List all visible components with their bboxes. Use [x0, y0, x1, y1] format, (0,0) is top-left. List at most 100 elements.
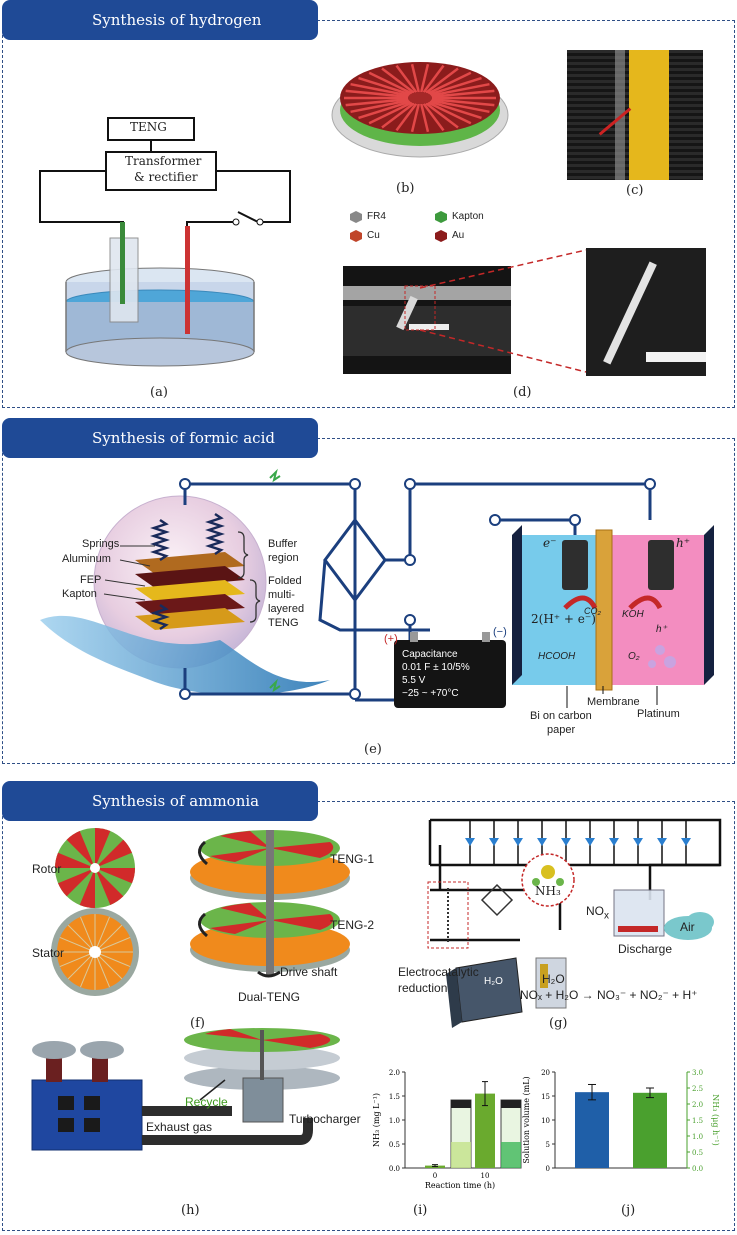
folded-line4: TENG [268, 617, 299, 629]
bar [475, 1093, 495, 1168]
y-tick-label-right: 0.0 [692, 1165, 703, 1173]
formic-title-tab: Synthesis of formic acid [2, 418, 318, 458]
legend-cu: Cu [367, 230, 380, 241]
folded-line3: layered [268, 603, 305, 615]
diode-symbol [681, 838, 691, 846]
formic-title: Synthesis of formic acid [92, 429, 275, 447]
hcooh-label: HCOOH [538, 651, 576, 662]
vial-liquid [451, 1142, 471, 1168]
stator-hole [89, 946, 101, 958]
disk-spoke [431, 89, 495, 98]
y-tick-label-right: 3.0 [692, 1069, 703, 1077]
disk-spoke [430, 99, 490, 114]
reaction-label: 2(H⁺ + e⁻) [531, 612, 596, 626]
nox-text: NO [586, 904, 604, 918]
y-tick-label: 2.0 [389, 1069, 400, 1077]
panel-i-label: (i) [413, 1203, 428, 1218]
disk-spoke [429, 100, 482, 120]
equation-label: NOₓ + H₂O → NO₃⁻ + NO₂⁻ + H⁺ [520, 988, 698, 1002]
panel-f-label: (f) [190, 1016, 205, 1031]
bi-line1: Bi on carbon [530, 710, 592, 722]
vial-cap [451, 1100, 471, 1108]
y-tick-label: 15 [541, 1093, 550, 1101]
drive-shaft-label: Drive shaft [280, 965, 338, 979]
panel-g-label: (g) [549, 1016, 568, 1031]
panel-h-label: (h) [181, 1203, 200, 1218]
o2-label: O₂ [628, 651, 640, 662]
electro-line1: Electrocatalytic [398, 965, 479, 979]
stator-divider [94, 916, 111, 953]
disk-spoke [427, 101, 472, 125]
disk-spoke [368, 101, 413, 125]
hplus-label: h⁺ [656, 624, 667, 635]
hole-label: h⁺ [676, 536, 691, 550]
panel-d-label: (d) [513, 385, 532, 400]
disk-spoke [431, 98, 495, 107]
panel-a-label: (a) [150, 385, 168, 400]
air-label: Air [680, 920, 695, 934]
stator-divider [94, 951, 131, 968]
layer-kapton: Kapton [62, 588, 97, 600]
zoom-connector-lines [404, 249, 587, 373]
vial-liquid [501, 1142, 521, 1168]
ammonia-panel [2, 801, 735, 1231]
diode-symbol [609, 838, 619, 846]
stator-divider [79, 951, 96, 988]
disk-spoke [345, 89, 409, 98]
rotor-segment [95, 828, 111, 868]
disk-spoke [350, 99, 410, 114]
panel-c-label: (c) [626, 183, 644, 198]
diode-symbol [561, 838, 571, 846]
co2-label: CO₂ [584, 606, 601, 616]
nox-sub: x [604, 910, 609, 922]
electron-label: e⁻ [543, 536, 557, 550]
disk-spoke [345, 98, 409, 107]
nox-label: NOx [586, 904, 609, 921]
legend-au: Au [452, 230, 465, 241]
disk-spoke [410, 103, 420, 133]
rotor-segment [58, 868, 95, 897]
teng1-label: TENG-1 [330, 852, 375, 866]
y-tick-label: 5 [546, 1141, 550, 1149]
y-axis-label: Solution volume (mL) [522, 1076, 531, 1163]
y-tick-label-right: 2.0 [692, 1101, 703, 1109]
stator-label: Stator [32, 946, 65, 960]
rotor-segment [95, 868, 124, 905]
ammonia-title: Synthesis of ammonia [92, 792, 260, 810]
diode-symbol [657, 838, 667, 846]
diode-symbol [633, 838, 643, 846]
membrane-label: Membrane [587, 696, 640, 708]
dual-teng-label: Dual-TENG [238, 990, 301, 1004]
teng-box-label: TENG [130, 120, 167, 134]
y-axis-label-right: NH₃ (μg h⁻¹) [711, 1094, 720, 1145]
transformer-label-line2: & rectifier [134, 170, 198, 184]
disk-spoke [425, 67, 459, 94]
panel-d-photo-zoom [586, 248, 706, 376]
hydrogen-title: Synthesis of hydrogen [92, 11, 262, 29]
buffer-line1: Buffer [268, 538, 298, 550]
panel-e-label: (e) [364, 742, 382, 757]
disk-spoke [358, 76, 411, 96]
stator-divider [59, 936, 96, 953]
y-axis-label: NH₃ (mg L⁻¹) [372, 1093, 381, 1147]
disk-spoke [420, 103, 430, 133]
y-tick-label-right: 2.5 [692, 1085, 703, 1093]
stator-divider [94, 951, 123, 980]
rotor-label: Rotor [32, 862, 62, 876]
h2o-small-label: H₂O [484, 976, 503, 987]
panel-b-label: (b) [396, 181, 415, 196]
bi-line2: paper [547, 724, 576, 736]
disk-spoke [381, 67, 415, 94]
stator-divider [59, 951, 96, 968]
panel-e-teng-sphere [40, 495, 330, 695]
buffer-line2: region [268, 552, 299, 564]
disk-spoke [395, 102, 418, 132]
diode-symbol [585, 838, 595, 846]
rotor-segment [66, 831, 95, 868]
rotor-segment [95, 839, 132, 868]
y-tick-label: 1.0 [389, 1117, 400, 1125]
panel-d-photo-left [343, 266, 511, 374]
rotor-segment [95, 868, 135, 884]
